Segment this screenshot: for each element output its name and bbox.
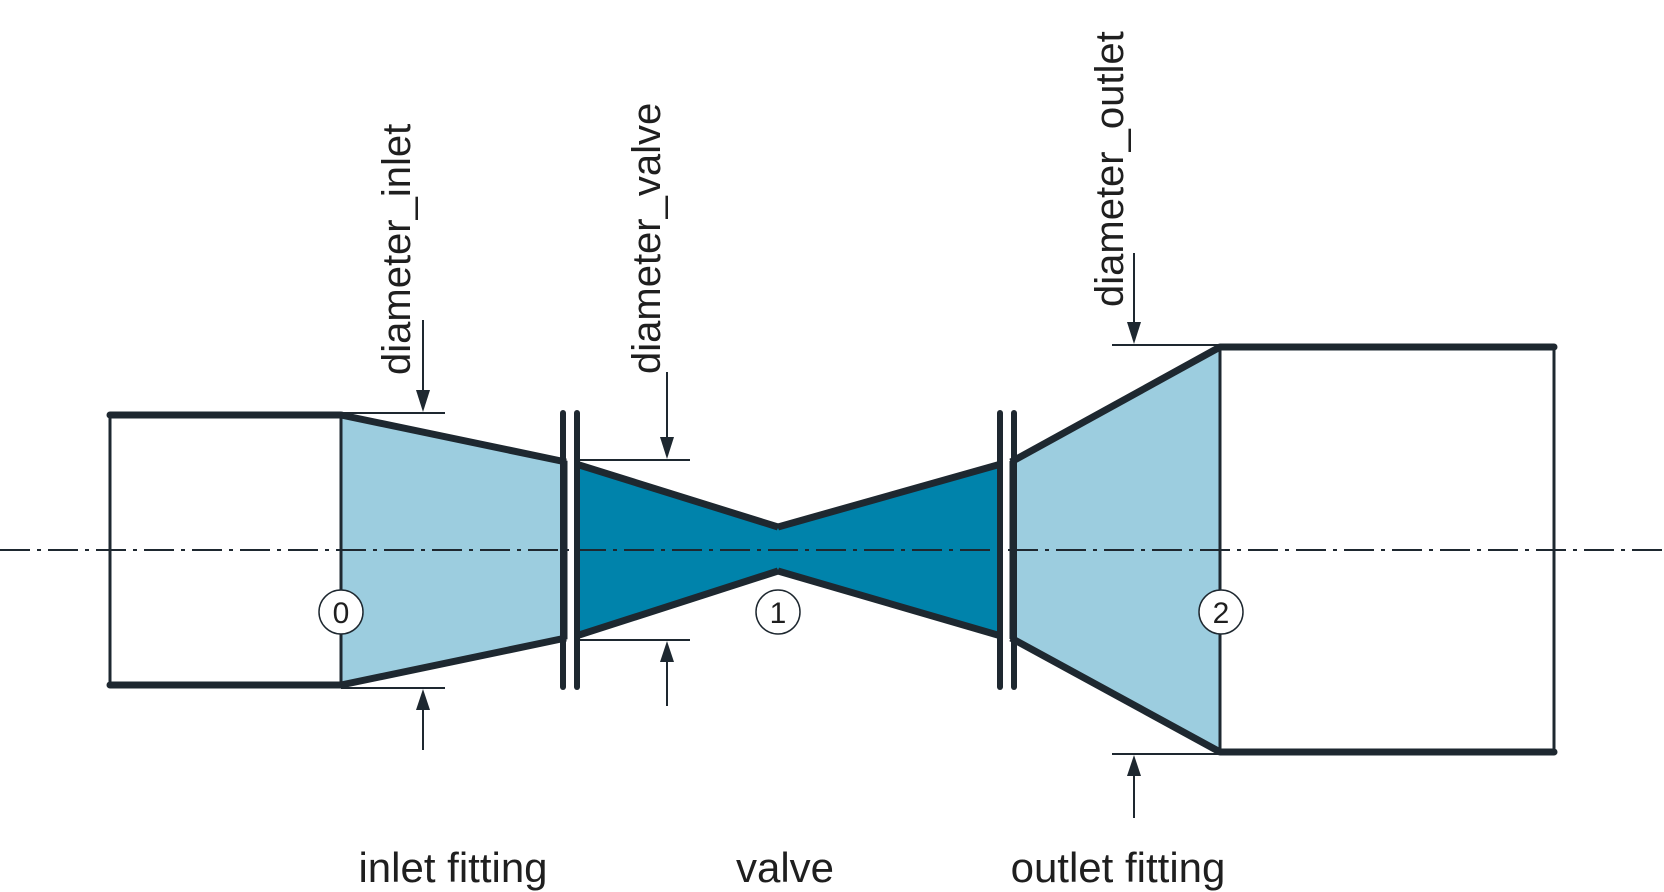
node-1-label: 1 bbox=[770, 597, 787, 630]
section-label-valve: valve bbox=[736, 844, 834, 891]
section-label-outlet-fitting: outlet fitting bbox=[1011, 844, 1226, 891]
valve-left-top-edge bbox=[574, 460, 780, 531]
node-0-label: 0 bbox=[333, 597, 350, 630]
inlet-fitting-top-edge bbox=[340, 411, 567, 466]
outlet-fitting-top-edge bbox=[1009, 343, 1222, 466]
section-label-inlet-fitting: inlet fitting bbox=[358, 844, 547, 891]
dimension-inlet: diameter_inlet bbox=[341, 124, 445, 750]
dimension-valve: diameter_valve bbox=[576, 103, 690, 706]
dimension-label-inlet: diameter_inlet bbox=[375, 124, 419, 375]
outlet-fitting-bottom-edge bbox=[1009, 634, 1222, 756]
dimension-label-outlet: diameter_outlet bbox=[1088, 31, 1132, 307]
valve-left-bottom-edge bbox=[574, 567, 780, 640]
dimension-outlet: diameter_outlet bbox=[1088, 31, 1220, 818]
inlet-fitting-bottom-edge bbox=[340, 634, 567, 689]
node-2-label: 2 bbox=[1213, 597, 1230, 630]
valve-right-bottom-edge bbox=[777, 567, 1002, 640]
node-0: 0 bbox=[318, 589, 364, 635]
node-2: 2 bbox=[1198, 589, 1244, 635]
node-1: 1 bbox=[755, 589, 801, 635]
dimension-label-valve: diameter_valve bbox=[625, 103, 669, 374]
valve-right-top-edge bbox=[777, 460, 1002, 531]
